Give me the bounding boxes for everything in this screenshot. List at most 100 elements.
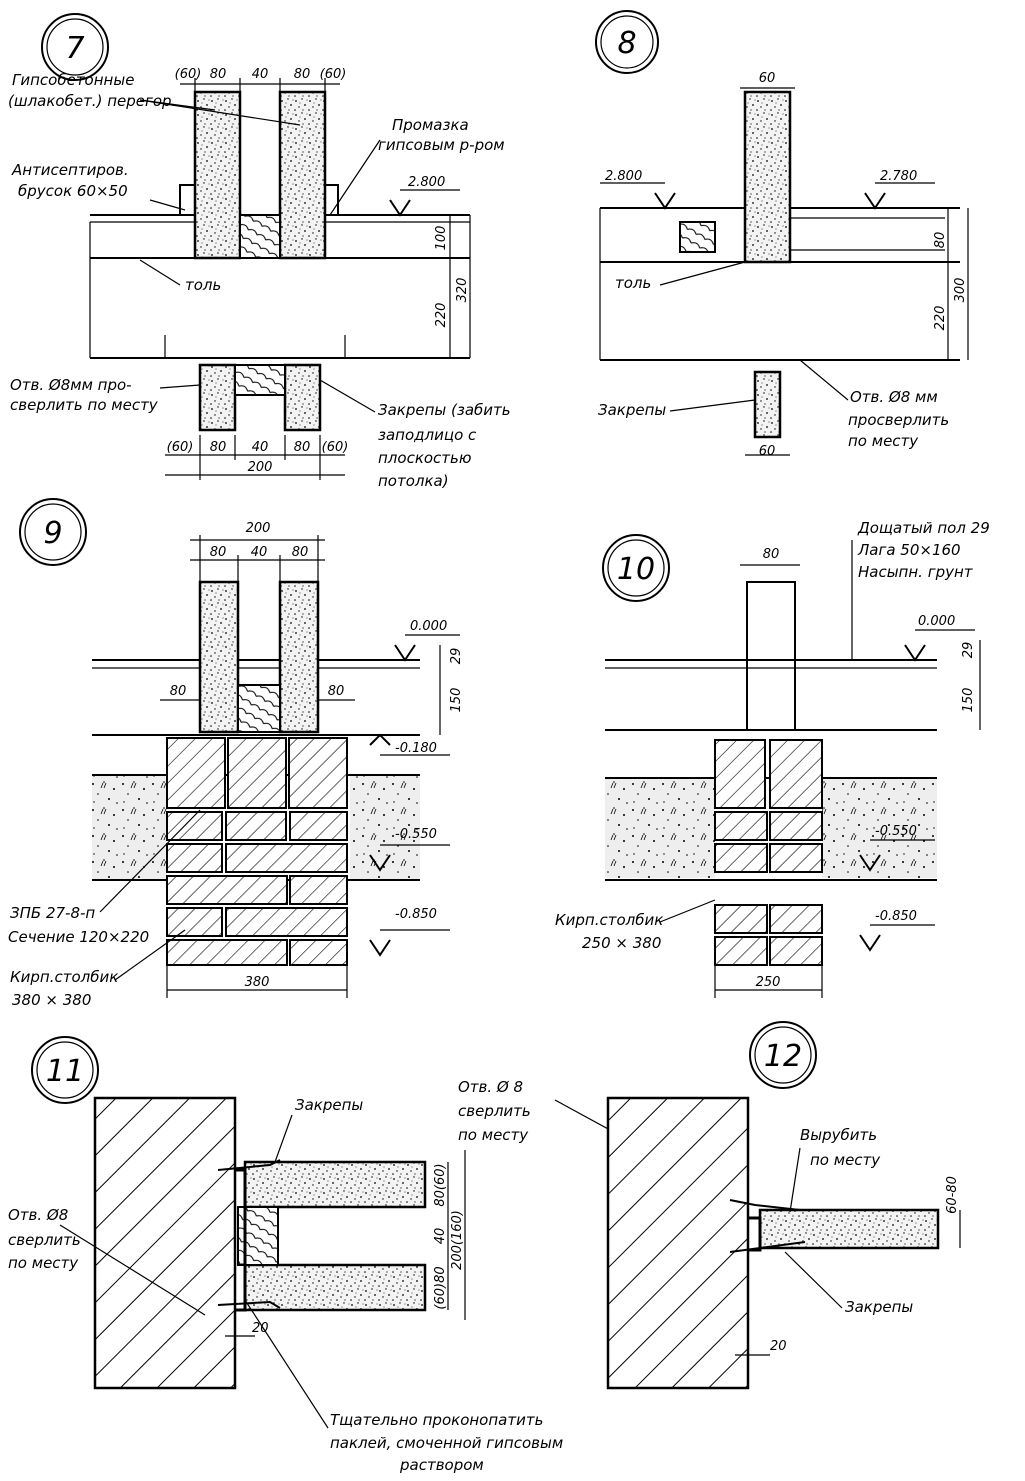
svg-text:80: 80 <box>933 232 948 249</box>
batten-right <box>324 184 339 216</box>
dimension-right: 60-80 <box>945 1176 961 1248</box>
dimension-bottom: (60) 80 40 80 (60) 200 <box>165 435 348 480</box>
svg-text:20: 20 <box>252 1321 269 1336</box>
svg-text:29: 29 <box>961 642 976 659</box>
soil-left <box>605 778 715 878</box>
detail-number-badge: 9 <box>19 498 87 566</box>
gypsum-partition-lower-right <box>283 363 322 432</box>
wood-brace-lower <box>234 364 286 396</box>
svg-text:60: 60 <box>759 444 776 459</box>
svg-text:сверлить по месту: сверлить по месту <box>10 396 159 414</box>
callouts: толь Закрепы Отв. Ø8 мм просверлить по м… <box>598 261 949 450</box>
dimension-right: 80(60) 40 (60)80 200(160) <box>433 1150 466 1320</box>
svg-text:паклей, смоченной гипсовым: паклей, смоченной гипсовым <box>330 1434 563 1452</box>
svg-text:просверлить: просверлить <box>848 411 949 429</box>
svg-text:Промазка: Промазка <box>392 116 469 134</box>
detail-number-badge: 12 <box>749 1021 817 1089</box>
elevation-marker: 2.800 <box>389 175 460 217</box>
svg-text:40: 40 <box>433 1228 448 1245</box>
dimension-side: 80 80 <box>160 684 355 701</box>
gypsum-partition-top <box>243 1160 427 1209</box>
svg-text:потолка): потолка) <box>378 472 449 490</box>
svg-text:толь: толь <box>185 276 221 294</box>
dimension-bottom: 250 <box>714 965 823 998</box>
svg-text:220: 220 <box>434 303 449 328</box>
svg-text:220: 220 <box>933 306 948 331</box>
svg-text:-0.180: -0.180 <box>395 741 437 756</box>
svg-text:80: 80 <box>294 67 311 82</box>
svg-text:(60)80: (60)80 <box>433 1266 448 1309</box>
svg-text:250 × 380: 250 × 380 <box>582 934 661 952</box>
svg-text:Лага 50×160: Лага 50×160 <box>857 541 961 559</box>
svg-text:брусок 60×50: брусок 60×50 <box>18 182 128 200</box>
brick-post <box>714 739 823 966</box>
partition <box>746 581 796 731</box>
svg-text:(60): (60) <box>175 67 202 82</box>
svg-text:(шлакобет.) перегор.: (шлакобет.) перегор. <box>8 92 176 110</box>
svg-text:(60): (60) <box>167 440 194 455</box>
svg-text:40: 40 <box>252 67 269 82</box>
detail-11: 11 80(60) 40 (60)80 200(160) 20 Закрепы … <box>8 1036 721 1474</box>
clamp-top <box>729 1199 801 1211</box>
dimension-right: 80 220 300 <box>933 208 969 360</box>
svg-text:2.800: 2.800 <box>605 169 642 184</box>
dimension-right: 100 220 320 <box>434 215 471 358</box>
svg-text:Закрепы: Закрепы <box>598 401 666 419</box>
elevation-markers: 0.000 -0.550 -0.850 <box>859 614 975 952</box>
svg-text:20: 20 <box>770 1339 787 1354</box>
svg-text:по месту: по месту <box>810 1151 881 1169</box>
detail-number-badge: 7 <box>41 13 109 81</box>
svg-text:-0.850: -0.850 <box>395 907 437 922</box>
svg-text:Отв. Ø8мм про-: Отв. Ø8мм про- <box>10 376 132 394</box>
callouts: Закрепы Отв. Ø8 сверлить по месту Отв. Ø… <box>8 1078 721 1474</box>
svg-text:-0.850: -0.850 <box>875 909 917 924</box>
svg-text:(60): (60) <box>320 67 347 82</box>
svg-text:-0.550: -0.550 <box>395 827 437 842</box>
svg-text:0.000: 0.000 <box>918 614 955 629</box>
detail-number: 8 <box>617 26 636 61</box>
detail-10: 10 80 29 <box>555 519 990 998</box>
svg-text:толь: толь <box>615 274 651 292</box>
dimension-top: (60) 80 40 80 (60) <box>175 67 347 92</box>
detail-9: 9 200 <box>8 498 464 1009</box>
soil-right <box>822 778 937 878</box>
svg-text:80(60): 80(60) <box>433 1163 448 1206</box>
svg-text:2.800: 2.800 <box>408 175 445 190</box>
svg-text:гипсовым р-ром: гипсовым р-ром <box>378 136 505 154</box>
callouts: Вырубить по месту Закрепы <box>784 1126 913 1316</box>
svg-text:Кирп.столбик: Кирп.столбик <box>10 968 118 986</box>
dimension-bottom: 60 <box>745 444 790 459</box>
callouts: ЗПБ 27-8-п Сечение 120×220 Кирп.столбик … <box>8 809 201 1009</box>
soil-left <box>92 775 167 880</box>
svg-text:80: 80 <box>210 67 227 82</box>
svg-text:80: 80 <box>170 684 187 699</box>
svg-text:сверлить: сверлить <box>458 1102 531 1120</box>
detail-number: 9 <box>43 516 62 551</box>
masonry-wall <box>606 1096 750 1390</box>
svg-text:(60): (60) <box>322 440 349 455</box>
svg-text:150: 150 <box>961 688 976 713</box>
svg-text:плоскостью: плоскостью <box>378 449 472 467</box>
gypsum-partition-right <box>278 90 327 260</box>
svg-text:Закрепы: Закрепы <box>845 1298 913 1316</box>
wood-brace <box>237 684 281 733</box>
detail-number-badge: 11 <box>31 1036 99 1104</box>
svg-text:380 × 380: 380 × 380 <box>12 991 91 1009</box>
detail-7: 7 (60) 80 40 80 <box>8 13 511 490</box>
svg-text:-0.550: -0.550 <box>875 824 917 839</box>
svg-text:80: 80 <box>294 440 311 455</box>
caulk-seam <box>235 1168 247 1312</box>
gypsum-partition <box>758 1208 940 1250</box>
svg-text:сверлить: сверлить <box>8 1231 81 1249</box>
gypsum-partition-lower-left <box>198 363 237 432</box>
svg-text:0.000: 0.000 <box>410 619 447 634</box>
svg-text:Кирп.столбик: Кирп.столбик <box>555 911 663 929</box>
svg-text:Гипсобетонные: Гипсобетонные <box>12 71 134 89</box>
caulk-seam <box>748 1216 762 1252</box>
svg-text:60: 60 <box>759 71 776 86</box>
elevation-marker-right: 2.780 <box>864 169 935 210</box>
elevation-markers: 0.000 -0.180 -0.550 -0.850 <box>369 619 460 957</box>
svg-text:2.780: 2.780 <box>880 169 917 184</box>
detail-number: 11 <box>46 1054 84 1089</box>
